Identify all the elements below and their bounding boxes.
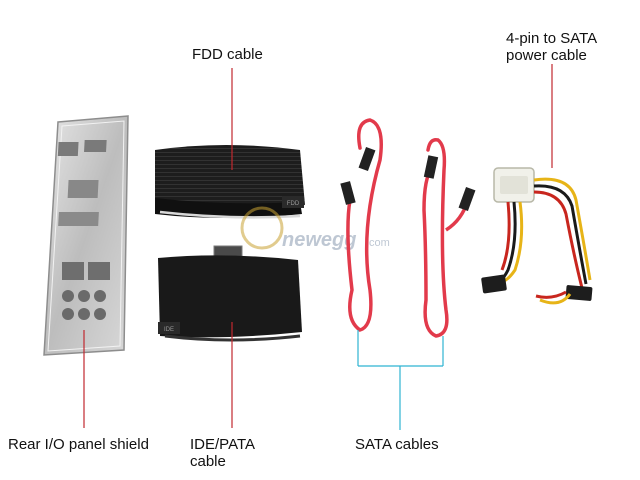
fdd-cable-label: FDD cable (192, 46, 263, 63)
callout-sata (357, 330, 444, 430)
watermark-text: newegg (282, 229, 356, 251)
fdd-ribbon-cable: FDD (155, 145, 305, 219)
power-cable (481, 167, 593, 305)
ide-ribbon-cable: IDE (158, 245, 302, 342)
sata-cable-right (422, 137, 476, 338)
power-cable-label-line2: power cable (506, 47, 587, 64)
io-shield-label: Rear I/O panel shield (8, 436, 149, 453)
ide-plug-text: IDE (164, 327, 174, 333)
ide-cable-label-line1: IDE/PATA (190, 436, 256, 453)
fdd-plug-text: FDD (287, 201, 300, 207)
power-cable-label-line1: 4-pin to SATA (506, 30, 598, 47)
ide-cable-label-line2: cable (190, 453, 226, 470)
io-shield (43, 115, 129, 356)
watermark-suffix: .com (366, 237, 390, 249)
sata-cable-left (340, 118, 383, 332)
sata-cables-label: SATA cables (355, 436, 439, 453)
newegg-watermark: newegg .com (240, 206, 390, 251)
